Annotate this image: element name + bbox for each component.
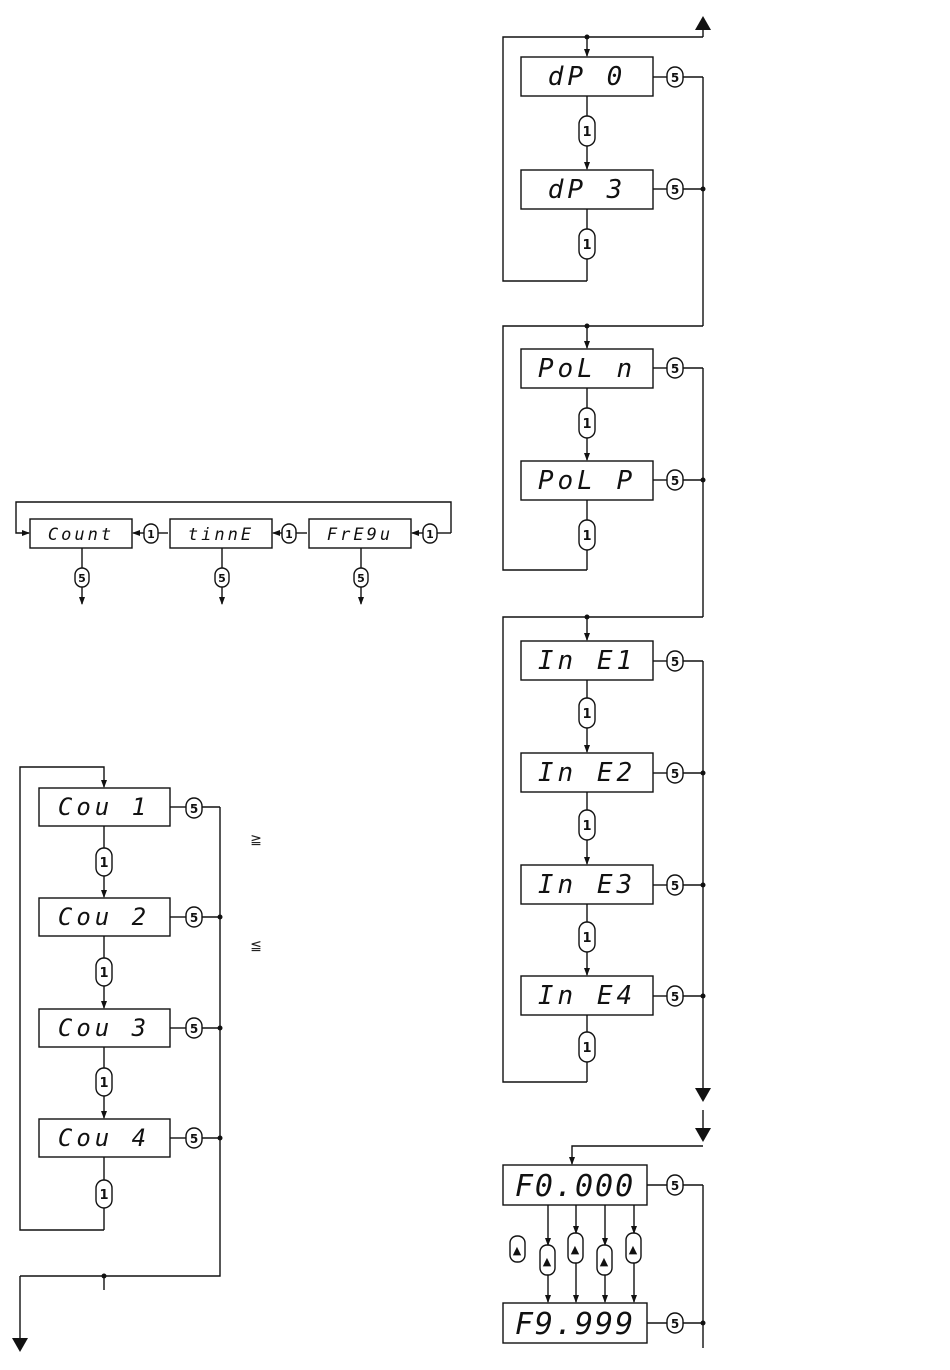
key-5-label: 5 xyxy=(671,990,679,1004)
ine-label-1: In E1 xyxy=(538,646,636,676)
key-1-label: 1 xyxy=(582,125,591,140)
mode-label-count: Count xyxy=(48,525,114,545)
key-5-label: 5 xyxy=(671,1317,679,1331)
key-1-label: 1 xyxy=(582,707,591,722)
greater-equal-mark: ≧ xyxy=(250,832,262,848)
count-label-4: Cou 4 xyxy=(58,1124,150,1152)
pol-label-n: PoL n xyxy=(538,354,636,384)
pol-label-p: PoL P xyxy=(538,466,636,496)
key-1-label: 1 xyxy=(582,529,591,544)
key-5-label: 5 xyxy=(190,911,198,925)
key-1-label: 1 xyxy=(99,1076,108,1091)
key-1-label: 1 xyxy=(147,528,155,541)
factor-label-max: F9.999 xyxy=(515,1307,635,1342)
key-5-label: 5 xyxy=(671,879,679,893)
key-5-label: 5 xyxy=(671,474,679,488)
count-label-3: Cou 3 xyxy=(58,1014,150,1042)
key-5-label: 5 xyxy=(671,183,679,197)
key-1-label: 1 xyxy=(99,1188,108,1203)
key-1-label: 1 xyxy=(426,528,434,541)
up-key-icon: ▲ xyxy=(571,1243,580,1256)
mode-label-time: tinnE xyxy=(188,525,254,545)
dp-label-3: dP 3 xyxy=(548,175,627,205)
key-5-label: 5 xyxy=(671,655,679,669)
key-5-label: 5 xyxy=(671,71,679,85)
mode-menu xyxy=(16,502,451,604)
key-1-label: 1 xyxy=(582,1041,591,1056)
key-5-label: 5 xyxy=(78,572,86,585)
mode-label-frequency: FrE9u xyxy=(327,525,393,545)
up-key-icon: ▲ xyxy=(543,1255,552,1268)
key-1-label: 1 xyxy=(582,417,591,432)
key-5-label: 5 xyxy=(190,1132,198,1146)
count-menu xyxy=(20,767,220,1350)
key-5-label: 5 xyxy=(671,362,679,376)
up-key-icon: ▲ xyxy=(600,1255,609,1268)
dp-label-0: dP 0 xyxy=(548,62,627,92)
key-1-label: 1 xyxy=(99,856,108,871)
key-5-label: 5 xyxy=(671,1179,679,1193)
ine-label-3: In E3 xyxy=(538,870,636,900)
key-1-label: 1 xyxy=(582,819,591,834)
key-5-label: 5 xyxy=(671,767,679,781)
cursor-key-icon: ▲ xyxy=(513,1244,522,1257)
ine-menu xyxy=(503,617,703,1100)
key-1-label: 1 xyxy=(582,931,591,946)
key-5-label: 5 xyxy=(218,572,226,585)
key-5-label: 5 xyxy=(190,1022,198,1036)
key-1-label: 1 xyxy=(99,966,108,981)
up-key-icon: ▲ xyxy=(629,1243,638,1256)
factor-label-min: F0.000 xyxy=(515,1169,635,1204)
key-5-label: 5 xyxy=(190,802,198,816)
count-label-1: Cou 1 xyxy=(58,793,150,821)
ine-label-2: In E2 xyxy=(538,758,636,788)
less-equal-mark: ≦ xyxy=(250,938,262,954)
key-5-label: 5 xyxy=(357,572,365,585)
count-label-2: Cou 2 xyxy=(58,903,150,931)
ine-label-4: In E4 xyxy=(538,981,636,1011)
key-1-label: 1 xyxy=(582,238,591,253)
key-1-label: 1 xyxy=(285,528,293,541)
